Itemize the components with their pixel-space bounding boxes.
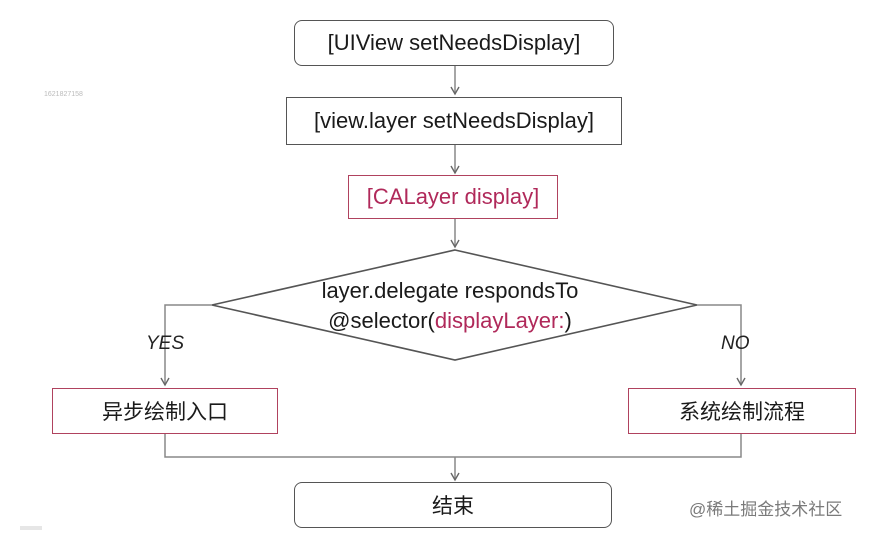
- start-node: [UIView setNeedsDisplay]: [294, 20, 614, 66]
- layer-node-label: [view.layer setNeedsDisplay]: [313, 108, 594, 133]
- end-node: 结束: [294, 482, 612, 528]
- async-entry-node: 异步绘制入口: [52, 388, 278, 434]
- yes-branch-line: [160, 304, 212, 387]
- decision-selector: displayLayer:: [434, 308, 565, 333]
- corner-artifact: [20, 526, 42, 530]
- layer-setneedsdisplay-node: [view.layer setNeedsDisplay]: [286, 97, 622, 145]
- no-label: NO: [721, 333, 750, 354]
- decision-line-1: layer.delegate respondsTo: [321, 278, 579, 303]
- merge-line-left: [164, 432, 455, 458]
- system-flow-label: 系统绘制流程: [679, 401, 805, 424]
- merge-line-right: [455, 432, 742, 458]
- tiny-mark: 1621827158: [44, 91, 83, 98]
- watermark: @稀土掘金技术社区: [689, 500, 843, 519]
- end-node-label: 结束: [432, 495, 474, 518]
- decision-line-2: @selector(displayLayer:): [300, 306, 600, 336]
- async-entry-label: 异步绘制入口: [102, 401, 228, 424]
- calayer-display-label: [CALayer display]: [366, 184, 540, 209]
- decision-suffix: ): [564, 308, 572, 333]
- decision-diamond: [211, 249, 698, 361]
- yes-label: YES: [146, 333, 185, 354]
- calayer-display-node: [CALayer display]: [348, 175, 558, 219]
- no-branch-line: [697, 304, 746, 387]
- decision-prefix: @selector(: [328, 308, 435, 333]
- system-flow-node: 系统绘制流程: [628, 388, 856, 434]
- decision-text: layer.delegate respondsTo @selector(disp…: [300, 276, 600, 336]
- start-node-label: [UIView setNeedsDisplay]: [327, 30, 581, 55]
